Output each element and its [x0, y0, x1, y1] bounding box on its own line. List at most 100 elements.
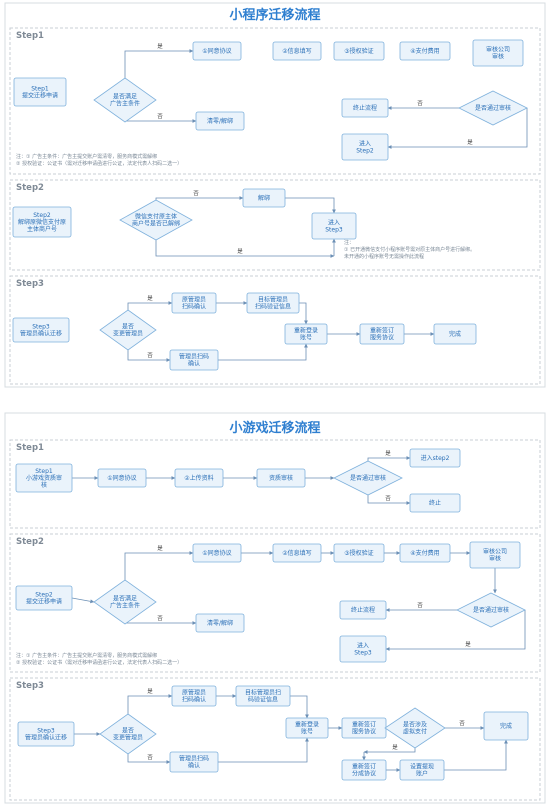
edge-label: 是	[147, 295, 153, 302]
flow-arrow	[155, 196, 244, 200]
process-node	[284, 323, 328, 345]
process-node	[97, 468, 147, 488]
node-label: ②信息填写	[282, 549, 311, 557]
node-label: 清零/解绑	[207, 117, 233, 125]
node-label: 重新签订分成协议	[352, 763, 376, 778]
decision-node	[458, 90, 528, 126]
process-node	[399, 41, 451, 61]
process-node	[333, 543, 385, 563]
edge-label: 否	[157, 615, 163, 622]
process-node	[399, 759, 445, 781]
step-heading: Step3	[16, 681, 44, 691]
process-node	[171, 685, 217, 707]
node-label: 重新签订服务协议	[370, 327, 394, 342]
edge-label: 否	[147, 754, 153, 761]
footnote: ② 授权验证：公证书（需对迁移申请函进行公证，法定代表人扫码二选一）	[16, 160, 182, 167]
footnote: ① 已开通微信支付小程序账号需对原主体商户号进行解绑。	[344, 246, 475, 253]
node-label: ①同意协议	[202, 549, 231, 557]
step-heading: Step1	[16, 31, 44, 41]
edge-label: 否	[147, 352, 153, 359]
process-node	[341, 759, 387, 781]
flow-arrow	[124, 551, 194, 580]
node-label: 是否涉及虚拟支付	[403, 721, 427, 736]
edge-label: 是	[392, 744, 398, 751]
process-node	[472, 39, 524, 67]
flow-arrow	[444, 739, 508, 771]
node-label: 是否满足广告主条件	[110, 93, 140, 108]
flow-arrow	[218, 737, 309, 763]
process-node	[399, 543, 451, 563]
node-label: ②上传资料	[184, 474, 213, 482]
decision-node	[384, 707, 446, 749]
node-label: ②信息填写	[282, 47, 311, 55]
node-label: ④支付费用	[410, 47, 439, 55]
process-node	[409, 448, 461, 468]
flow-arrow	[124, 49, 194, 78]
node-label: 审核公司审核	[486, 46, 510, 61]
node-label: 是否变更管理员	[113, 324, 143, 338]
flow-arrow	[127, 694, 173, 714]
process-node	[341, 133, 389, 161]
node-label: 重新签订服务协议	[352, 721, 376, 736]
decision-node	[99, 713, 157, 755]
edge-label: 否	[385, 495, 391, 502]
node-label: ④支付费用	[410, 549, 439, 557]
node-label: 是否通过审核	[350, 474, 386, 482]
process-node	[235, 685, 291, 707]
node-label: 设置提现账户	[410, 763, 434, 778]
process-node	[17, 721, 75, 747]
flow-arrow	[127, 350, 171, 362]
step-heading: Step2	[16, 537, 44, 547]
node-label: ①同意协议	[202, 47, 231, 55]
node-label: 完成	[500, 722, 512, 730]
footnote: 注：① 广告主条件：广告主提交账户需清零，服务商模式需解绑	[16, 153, 157, 160]
flow-arrow	[367, 495, 411, 505]
flow-arrow	[299, 302, 308, 325]
node-label: 终止	[429, 499, 441, 507]
diagram-title: 小程序迁移流程	[229, 7, 320, 23]
node-label: 完成	[449, 330, 461, 338]
process-node	[339, 635, 387, 663]
edge-label: 是	[237, 248, 243, 255]
flow-arrow	[285, 197, 336, 214]
process-node	[483, 711, 529, 741]
flow-arrow	[385, 610, 526, 651]
flow-arrow	[127, 301, 173, 310]
process-node	[192, 41, 242, 61]
step-heading: Step2	[16, 183, 44, 193]
edge-label: 否	[193, 190, 199, 197]
node-label: 是否通过审核	[473, 606, 509, 614]
decision-node	[456, 592, 526, 628]
process-node	[12, 206, 72, 238]
process-node	[192, 543, 242, 563]
process-node	[359, 323, 405, 345]
process-node	[15, 463, 73, 493]
node-label: 目标管理员扫码验证信息	[255, 296, 291, 311]
node-label: 终止流程	[351, 606, 375, 614]
edge-label: 是	[147, 688, 153, 695]
flow-arrow	[367, 456, 411, 461]
edge-label: 否	[459, 720, 465, 727]
process-node	[409, 493, 461, 513]
edge-label: 是	[467, 139, 473, 146]
process-node	[169, 751, 219, 773]
flow-arrow	[71, 597, 95, 604]
process-node	[195, 111, 245, 131]
node-label: 原管理员扫码确认	[182, 689, 206, 704]
edge-label: 是	[465, 641, 471, 648]
node-label: 解绑	[258, 194, 270, 202]
process-node	[433, 323, 477, 345]
process-node	[12, 317, 70, 343]
process-node	[15, 585, 73, 611]
node-label: 管理员扫码确认	[179, 755, 209, 770]
decision-node	[333, 460, 403, 496]
edge-label: 否	[157, 113, 163, 120]
edge-label: 否	[417, 602, 423, 609]
